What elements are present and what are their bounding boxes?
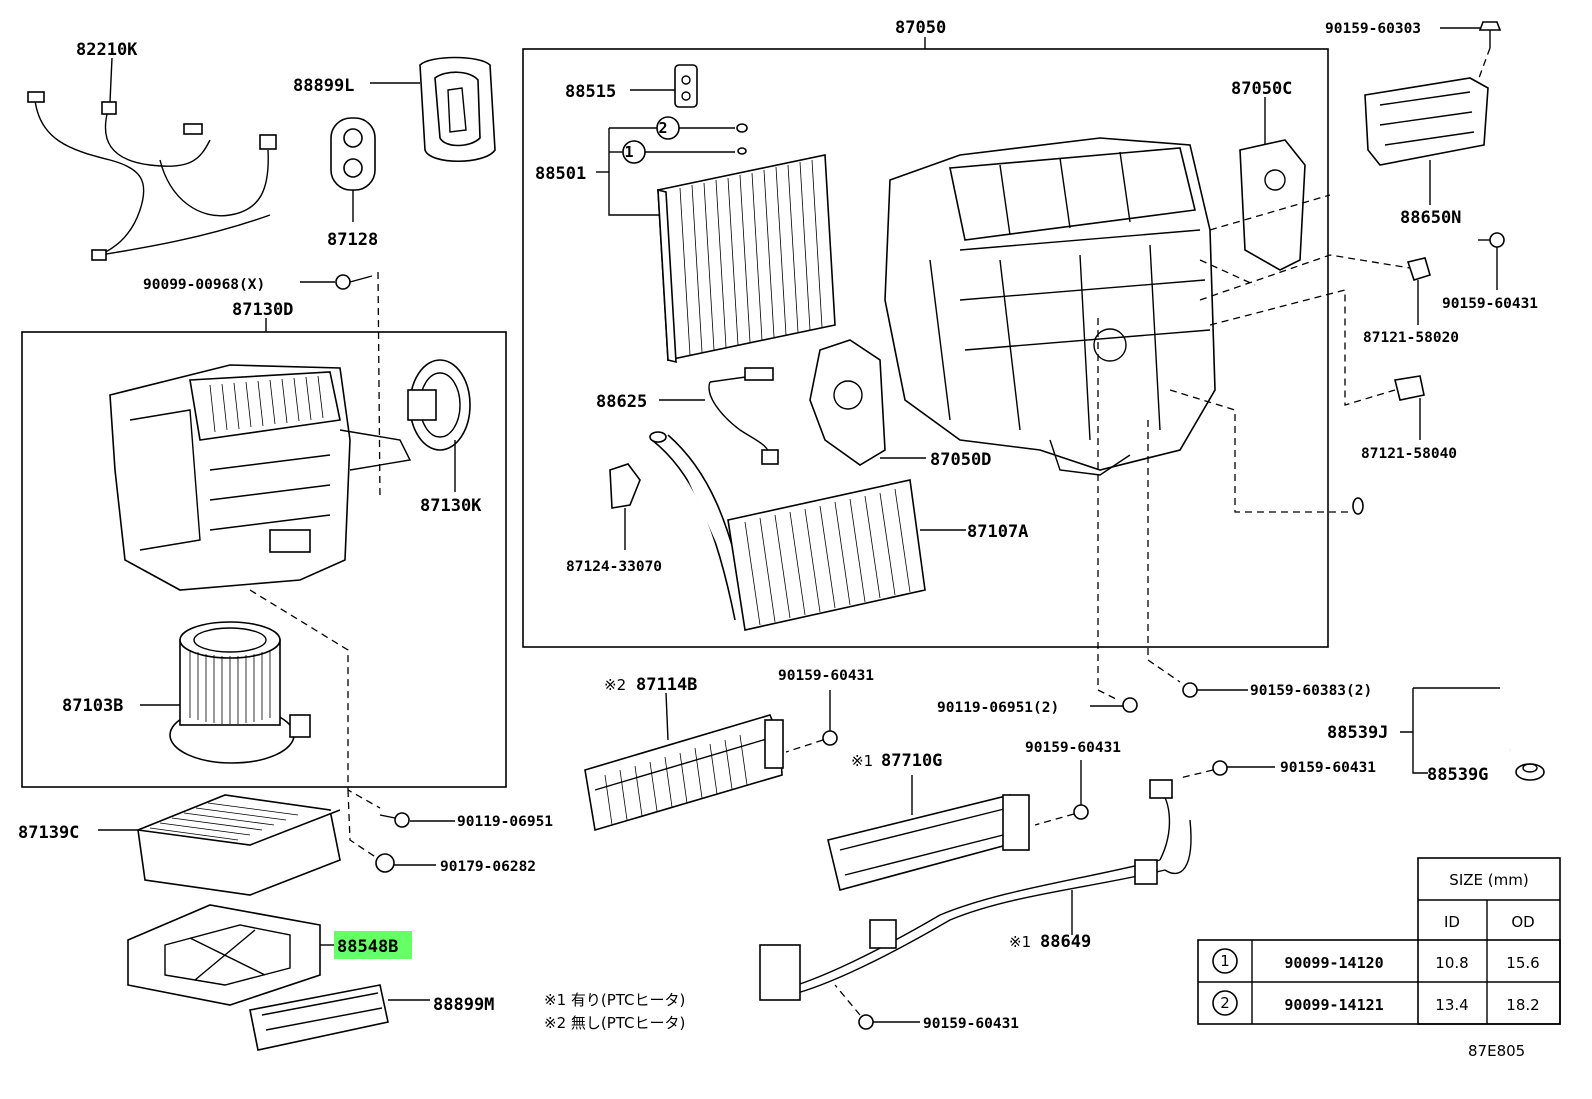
label-87121-58020[interactable]: 87121-58020 [1363, 330, 1459, 346]
label-82210K[interactable]: 82210K [76, 40, 138, 60]
clip-87124-33070 [609, 463, 641, 550]
o-ring-mark-1: 1 [624, 143, 633, 161]
label-88539G[interactable]: 88539G [1427, 765, 1488, 785]
label-87114B[interactable]: 87114B [636, 675, 697, 695]
evaporator-88501 [657, 154, 836, 364]
screw-90159-60303 [1440, 21, 1502, 48]
label-87103B[interactable]: 87103B [62, 696, 123, 716]
o-ring-mark-2: 2 [658, 119, 667, 137]
label-88625[interactable]: 88625 [596, 392, 647, 412]
cover-88899M [249, 984, 430, 1051]
size-row-1-id: 10.8 [1435, 954, 1468, 972]
seal-87128 [330, 117, 376, 222]
label-87139C[interactable]: 87139C [18, 823, 79, 843]
note-ptc-with: ※1 有り(PTCヒータ) [544, 991, 685, 1009]
label-87124-33070[interactable]: 87124-33070 [566, 559, 662, 575]
label-90159-60431-d[interactable]: 90159-60431 [1280, 760, 1376, 776]
servo-motor-87050D [809, 339, 926, 466]
label-90159-60431-b[interactable]: 90159-60431 [778, 668, 874, 684]
size-table-col-id: ID [1444, 913, 1460, 931]
servo-motor-87050C [1239, 97, 1306, 271]
size-row-2-id: 13.4 [1435, 996, 1468, 1014]
screw-90099-00968 [300, 271, 381, 501]
screw-90159-60431-d [1179, 760, 1275, 779]
label-88515[interactable]: 88515 [565, 82, 616, 102]
size-table-title: SIZE (mm) [1449, 871, 1528, 889]
wire-harness-82210K [27, 57, 277, 261]
size-row-2-part[interactable]: 90099-14121 [1284, 996, 1383, 1014]
label-90179-06282[interactable]: 90179-06282 [440, 859, 536, 875]
blower-control-87130K [407, 359, 471, 492]
screw-90119-06951-2 [1090, 697, 1138, 713]
cabin-filter-87139C [98, 794, 341, 896]
label-88501[interactable]: 88501 [535, 164, 586, 184]
mark-1-88649: ※1 [1009, 933, 1031, 951]
duct-87114B [584, 692, 784, 832]
label-90159-60431-e[interactable]: 90159-60431 [923, 1016, 1019, 1032]
size-row-1-part[interactable]: 90099-14120 [1284, 954, 1383, 972]
label-88899L[interactable]: 88899L [293, 76, 354, 96]
blower-housing-87130D [109, 364, 412, 591]
label-87128[interactable]: 87128 [327, 230, 378, 250]
diagram-code: 87E805 [1468, 1042, 1525, 1060]
label-90099-00968[interactable]: 90099-00968(X) [143, 277, 265, 293]
screw-90119-06951 [379, 812, 455, 828]
label-87130D[interactable]: 87130D [232, 300, 293, 320]
label-87121-58040[interactable]: 87121-58040 [1361, 446, 1457, 462]
label-87710G[interactable]: 87710G [881, 751, 942, 771]
o-ring-callouts [596, 116, 748, 216]
heater-core-87107A [649, 431, 966, 631]
nut-90179-06282 [375, 853, 436, 873]
label-88539J[interactable]: 88539J [1327, 723, 1388, 743]
label-90119-06951-2[interactable]: 90119-06951(2) [937, 700, 1059, 716]
size-table-col-od: OD [1511, 913, 1534, 931]
label-87050C[interactable]: 87050C [1231, 79, 1292, 99]
size-table [1197, 857, 1561, 1025]
size-row-1-mark: 1 [1220, 952, 1230, 970]
ptc-heater-87710G [827, 775, 1030, 891]
label-88548B[interactable]: 88548B [337, 937, 398, 957]
label-88650N[interactable]: 88650N [1400, 208, 1461, 228]
drain-hose-88539J [1352, 497, 1515, 752]
note-ptc-without: ※2 無し(PTCヒータ) [544, 1014, 685, 1032]
part-labels: 82210K 88899L 87128 90099-00968(X) 87130… [18, 18, 1538, 1032]
label-90159-60431-c[interactable]: 90159-60431 [1025, 740, 1121, 756]
sub-harness-88625 [659, 367, 779, 465]
hvac-unit-87050 [884, 137, 1216, 476]
label-90159-60383[interactable]: 90159-60383(2) [1250, 683, 1372, 699]
ptc-harness-88649 [759, 779, 1192, 1001]
screw-90159-60431-c [1034, 760, 1089, 826]
grommet-88539G [1515, 763, 1545, 781]
highlight-88548B [334, 931, 412, 959]
label-87050[interactable]: 87050 [895, 18, 946, 38]
label-90119-06951[interactable]: 90119-06951 [457, 814, 553, 830]
sensor-87121-58040 [1394, 375, 1425, 440]
label-88899M[interactable]: 88899M [433, 995, 494, 1015]
filter-case-88548B [127, 904, 336, 1006]
label-90159-60431-a[interactable]: 90159-60431 [1442, 296, 1538, 312]
label-87107A[interactable]: 87107A [967, 522, 1028, 542]
screw-90159-60431-a [1478, 232, 1505, 290]
mark-2-87114B: ※2 [604, 676, 626, 694]
ecu-88650N [1364, 77, 1489, 205]
blower-motor-87103B [140, 621, 311, 764]
size-row-2-od: 18.2 [1506, 996, 1539, 1014]
label-90159-60303[interactable]: 90159-60303 [1325, 21, 1421, 37]
grommet-88899L [370, 56, 496, 163]
label-88649[interactable]: 88649 [1040, 932, 1091, 952]
screw-90159-60431-b [785, 690, 838, 753]
sub-assembly-frame-87130D [21, 331, 507, 788]
label-87130K[interactable]: 87130K [420, 496, 482, 516]
size-row-2-mark: 2 [1220, 994, 1230, 1012]
sensor-87121-58020 [1406, 257, 1431, 325]
label-87050D[interactable]: 87050D [930, 450, 991, 470]
size-row-1-od: 15.6 [1506, 954, 1539, 972]
screw-90159-60383 [1182, 682, 1248, 698]
mark-1-87710G: ※1 [851, 752, 873, 770]
screw-90159-60431-e [834, 984, 920, 1030]
expansion-valve-88515 [630, 64, 698, 108]
